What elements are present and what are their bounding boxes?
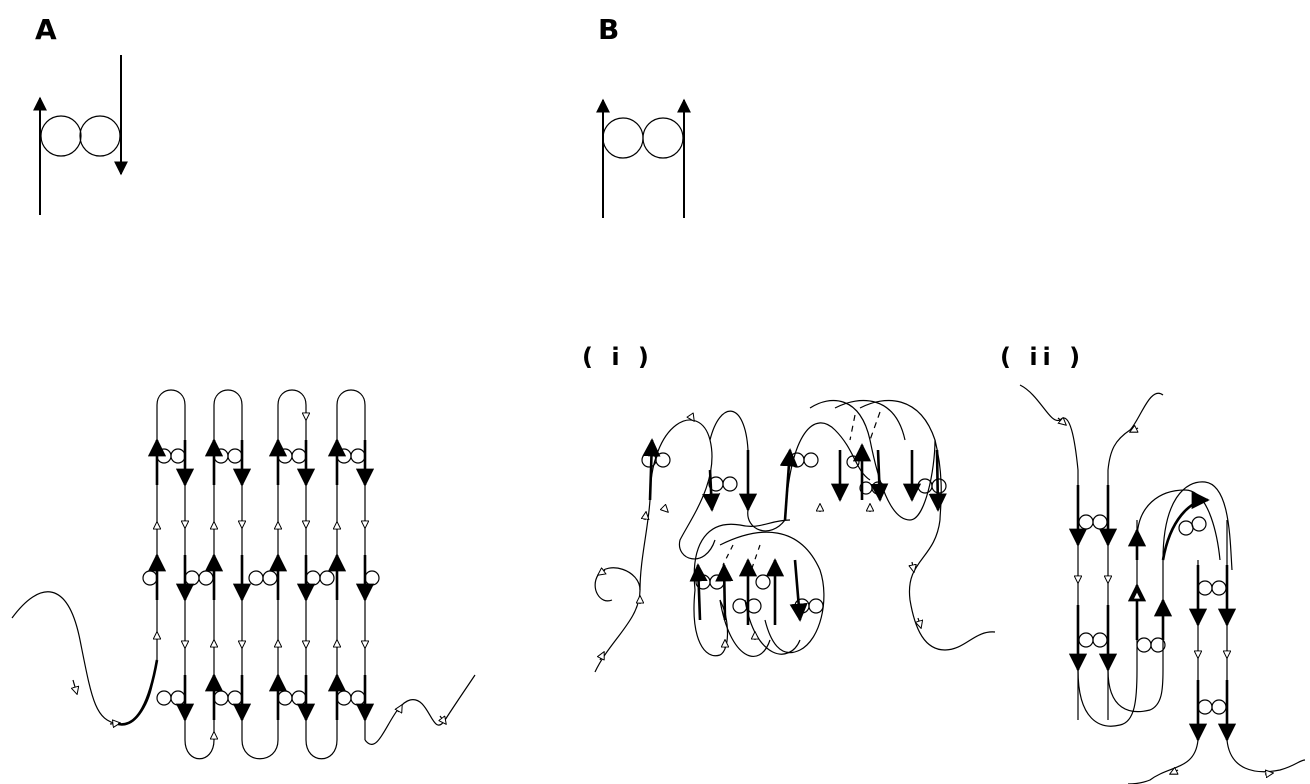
parallel-hairpin-sheet [1019, 384, 1306, 784]
antiparallel-sheet [11, 389, 476, 760]
parallel-beta-helix [594, 399, 996, 673]
panel-b-label: B [598, 13, 620, 46]
sub-i-label: ( i ) [582, 343, 654, 371]
antiparallel-unit [33, 55, 128, 215]
panel-a-label: A [35, 13, 57, 46]
parallel-unit [596, 98, 691, 218]
sub-ii-label: ( ii ) [1000, 343, 1086, 371]
